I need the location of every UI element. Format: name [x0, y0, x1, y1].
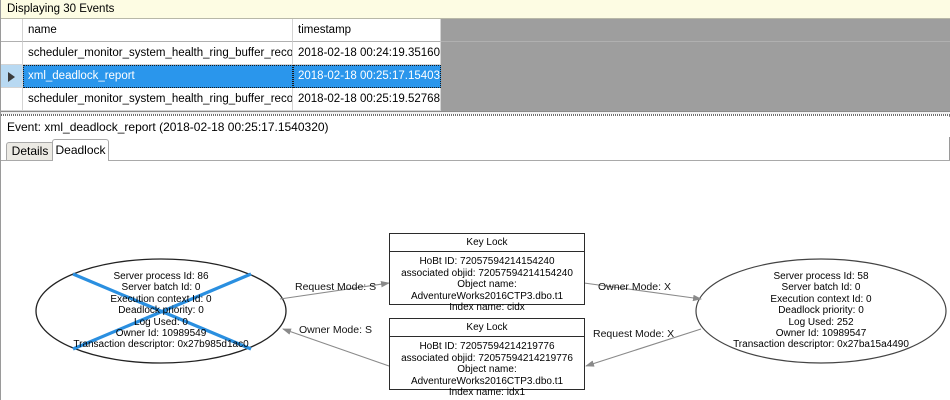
deadlock-graph[interactable]: Server process Id: 86 Server batch Id: 0… — [1, 161, 950, 400]
edge-left-to-top-keylock — [279, 280, 390, 300]
tab-deadlock[interactable]: Deadlock — [52, 139, 109, 161]
edge-label-owner-mode-s: Owner Mode: S — [299, 324, 372, 336]
edge-label-request-mode-s: Request Mode: S — [295, 281, 377, 293]
resource-top-title: Key Lock — [390, 234, 584, 252]
resource-bottom-line: Object name: AdventureWorks2016CTP3.dbo.… — [410, 364, 564, 387]
edge-label-request-mode-x: Request Mode: X — [593, 328, 675, 340]
deadlock-graph-svg — [35, 258, 947, 367]
cell-timestamp[interactable]: 2018-02-18 00:24:19.3516078 — [293, 42, 441, 65]
edge-bottom-keylock-to-left — [282, 328, 390, 367]
grid-header-filler — [441, 19, 950, 42]
row-selector[interactable] — [1, 42, 23, 65]
current-row-arrow-icon — [8, 72, 15, 82]
resource-top-line: Index name: cidx — [449, 302, 525, 314]
resource-bottom-title: Key Lock — [390, 319, 584, 337]
events-grid[interactable]: name timestamp scheduler_monitor_system_… — [1, 19, 950, 111]
resource-bottom-line: Index name: idx1 — [448, 387, 526, 399]
resource-node-bottom[interactable]: Key Lock HoBt ID: 72057594214219776 asso… — [389, 318, 585, 398]
detail-tabstrip: Details Deadlock — [1, 139, 950, 161]
grid-header-gutter — [1, 19, 23, 42]
resource-top-line: HoBt ID: 72057594214154240 — [419, 256, 555, 267]
row-filler — [441, 42, 950, 65]
process-node-right-ellipse — [695, 258, 947, 364]
table-row[interactable]: scheduler_monitor_system_health_ring_buf… — [1, 42, 950, 65]
column-header-name[interactable]: name — [23, 19, 293, 42]
deadlock-tab-page: Server process Id: 86 Server batch Id: 0… — [1, 160, 950, 400]
cell-name[interactable]: xml_deadlock_report — [23, 65, 293, 88]
row-selector-current[interactable] — [1, 65, 23, 88]
edge-right-to-bottom-keylock — [585, 328, 702, 367]
table-row[interactable]: scheduler_monitor_system_health_ring_buf… — [1, 88, 950, 111]
cell-name[interactable]: scheduler_monitor_system_health_ring_buf… — [23, 88, 293, 111]
event-detail-header: Event: xml_deadlock_report (2018-02-18 0… — [1, 117, 950, 137]
victim-cross-icon — [72, 272, 252, 351]
resource-top-line: associated objid: 72057594214154240 — [401, 267, 573, 279]
table-row-selected[interactable]: xml_deadlock_report 2018-02-18 00:25:17.… — [1, 65, 950, 88]
resource-bottom-line: HoBt ID: 72057594214219776 — [419, 341, 555, 352]
edge-label-owner-mode-x: Owner Mode: X — [598, 281, 671, 293]
resource-bottom-body: HoBt ID: 72057594214219776 associated ob… — [390, 337, 584, 399]
resource-top-body: HoBt ID: 72057594214154240 associated ob… — [390, 252, 584, 314]
column-header-timestamp[interactable]: timestamp — [293, 19, 441, 42]
row-selector[interactable] — [1, 88, 23, 111]
cell-timestamp[interactable]: 2018-02-18 00:25:19.5276859 — [293, 88, 441, 111]
row-filler — [441, 65, 950, 88]
row-filler — [441, 88, 950, 111]
grid-header-row: name timestamp — [1, 19, 950, 42]
tab-details[interactable]: Details — [6, 142, 54, 161]
resource-top-line: Object name: AdventureWorks2016CTP3.dbo.… — [410, 279, 564, 302]
cell-timestamp[interactable]: 2018-02-18 00:25:17.1540320 — [293, 65, 441, 88]
resource-node-top[interactable]: Key Lock HoBt ID: 72057594214154240 asso… — [389, 233, 585, 313]
edge-top-keylock-to-right — [583, 282, 702, 302]
cell-name[interactable]: scheduler_monitor_system_health_ring_buf… — [23, 42, 293, 65]
horizontal-splitter[interactable] — [1, 111, 950, 116]
resource-bottom-line: associated objid: 72057594214219776 — [401, 352, 573, 364]
status-banner: Displaying 30 Events — [1, 0, 950, 19]
